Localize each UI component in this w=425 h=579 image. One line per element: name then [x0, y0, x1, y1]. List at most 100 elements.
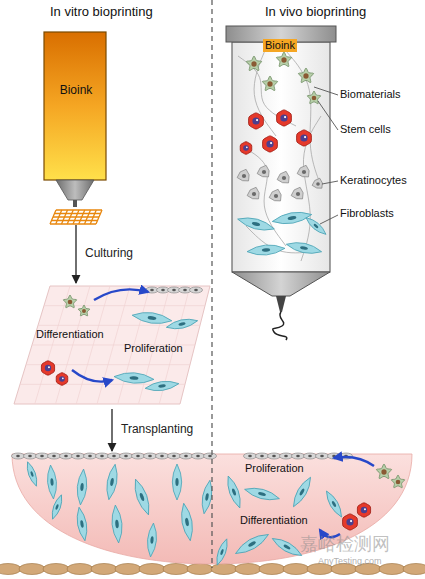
fibroblast-body: [131, 477, 153, 516]
printed-scaffold: [50, 210, 102, 224]
fibroblast-body: [165, 317, 198, 332]
fibroblast-cell: [76, 469, 88, 506]
culture-plane: [14, 286, 210, 404]
fibroblast-nucleus: [248, 540, 257, 547]
epidermis-nucleus: [28, 455, 32, 457]
keratinocyte-nucleus: [242, 174, 246, 178]
epidermis-cell: [304, 453, 317, 459]
tissue-cell: [91, 564, 117, 575]
scaffold-strand: [67, 210, 73, 224]
epidermis-nucleus: [296, 455, 300, 457]
fibroblast-nucleus: [205, 493, 209, 501]
fibroblast-cell: [304, 215, 328, 237]
nucleus-spot: [246, 146, 248, 148]
stem-cell-body: [357, 503, 370, 517]
epidermis-nucleus: [40, 455, 44, 457]
stem-cell: [376, 464, 391, 479]
epidermis-cell: [72, 453, 85, 459]
fibroblast-nucleus: [50, 478, 54, 486]
stem-cell-body: [277, 110, 292, 126]
fibroblast-cell: [165, 317, 198, 332]
component-label: Biomaterials: [340, 88, 401, 101]
fibroblast-nucleus: [220, 549, 224, 556]
keratinocyte-body: [257, 165, 269, 177]
epidermis-cell: [292, 453, 305, 459]
keratinocyte-cell: [291, 187, 303, 199]
fibroblast-nucleus: [55, 504, 59, 510]
fibroblast-cell: [233, 530, 271, 558]
leader-line: [320, 215, 338, 224]
tissue-cell: [43, 564, 69, 575]
stem-cell-nucleus: [312, 96, 317, 101]
keratinocyte-body: [291, 187, 303, 199]
fibroblast-body: [243, 485, 280, 503]
fibroblast-cell: [200, 479, 215, 514]
tissue-cell: [139, 564, 165, 575]
fibroblast-body: [46, 465, 58, 500]
stem-cell-body: [307, 91, 320, 104]
stem-cell-body: [298, 68, 313, 83]
stem-cell-nucleus: [381, 469, 386, 474]
nozzle-tip: [276, 296, 286, 312]
epidermis-nucleus: [124, 455, 128, 457]
keratinocyte-nucleus: [252, 192, 256, 196]
epidermis-cell: [190, 287, 203, 293]
epidermis-nucleus: [172, 289, 176, 291]
nozzle-tip: [73, 200, 77, 207]
fibroblast-body: [75, 506, 90, 541]
grid-line: [76, 286, 110, 404]
fibroblast-nucleus: [300, 246, 308, 251]
epidermis-nucleus: [284, 455, 288, 457]
keratinocyte-body: [297, 165, 309, 177]
fibroblast-body: [247, 243, 286, 256]
fibroblast-cell: [75, 506, 90, 541]
epidermis-nucleus: [112, 455, 116, 457]
fibroblast-body: [270, 535, 304, 560]
keratinocyte-nucleus: [302, 170, 306, 174]
stem-cell: [298, 68, 313, 83]
epidermis-nucleus: [172, 455, 176, 457]
fibroblast-nucleus: [175, 478, 178, 486]
epidermis-nucleus: [100, 455, 104, 457]
epidermis-nucleus: [161, 289, 165, 291]
stem-cell-body: [376, 464, 391, 479]
fibroblast-cell: [247, 243, 286, 256]
stem-cell: [263, 136, 278, 152]
epidermis-cell: [132, 453, 145, 459]
fibroblast-cell: [46, 465, 58, 500]
fibroblast-nucleus: [129, 376, 138, 380]
fibroblast-cell: [214, 538, 230, 567]
process-arrow: [72, 370, 112, 382]
fibroblast-body: [110, 505, 123, 544]
stem-cell-nucleus: [300, 134, 307, 141]
leader-line: [318, 101, 338, 130]
fibroblast-body: [233, 530, 271, 558]
stem-cell-nucleus: [266, 140, 273, 147]
fibroblast-body: [304, 215, 328, 237]
process-arrow: [94, 289, 148, 300]
fibroblast-body: [131, 310, 172, 326]
keratinocyte-nucleus: [316, 182, 320, 186]
fibroblast-nucleus: [80, 483, 84, 491]
stem-cell: [41, 361, 54, 375]
panel-title: In vitro bioprinting: [50, 4, 153, 19]
stem-cell: [262, 76, 277, 91]
stem-cell-nucleus: [281, 57, 286, 62]
stem-cell: [246, 56, 261, 71]
stem-cell-body: [56, 373, 68, 386]
stem-cell-body: [276, 52, 291, 67]
stem-cell-nucleus: [280, 114, 287, 121]
fibroblast-cell: [172, 464, 181, 500]
stem-cell-nucleus: [59, 376, 65, 382]
printed-strand: [273, 312, 287, 340]
fibroblast-nucleus: [299, 488, 305, 496]
node-outline: [38, 32, 114, 224]
fibroblast-cell: [104, 463, 119, 500]
stem-cell: [63, 295, 76, 308]
fibroblast-cell: [131, 477, 153, 516]
tissue-cell: [259, 564, 285, 575]
epidermis-nucleus: [76, 455, 80, 457]
stem-cell: [240, 142, 252, 155]
epidermis-cell: [268, 453, 281, 459]
